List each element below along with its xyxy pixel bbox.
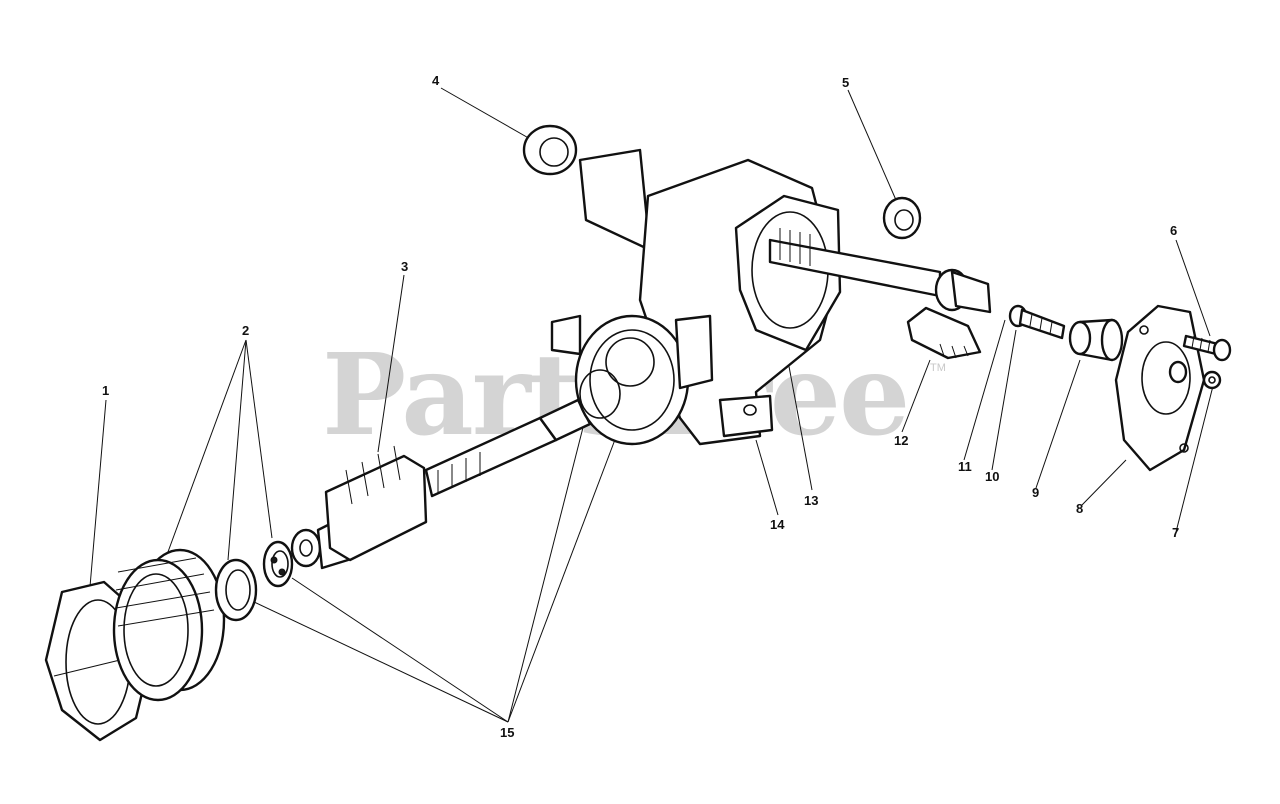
callout-10: 10 (985, 469, 1000, 484)
callout-6: 6 (1170, 223, 1178, 238)
part-5-seal (882, 196, 922, 240)
callout-2: 2 (242, 323, 250, 338)
part-9-bushing (1068, 318, 1124, 362)
callout-12: 12 (894, 433, 909, 448)
callout-5: 5 (842, 75, 850, 90)
callout-7: 7 (1172, 525, 1180, 540)
part-3-worm-shaft (290, 398, 592, 570)
callout-15: 15 (500, 725, 515, 740)
part-12-sector-gear (906, 306, 982, 360)
part-7-nut (1202, 370, 1222, 390)
leader-lines (87, 87, 1215, 723)
callout-4: 4 (432, 73, 440, 88)
part-6-bolt (1182, 334, 1232, 362)
watermark-trademark: TM (930, 362, 946, 374)
callout-13: 13 (804, 493, 819, 508)
callout-9: 9 (1032, 485, 1040, 500)
part-2-adjuster (112, 548, 226, 702)
part-13-cover-face (734, 194, 842, 352)
callout-8: 8 (1076, 501, 1084, 516)
part-8-side-cover (1114, 304, 1206, 472)
part-4-seal (522, 124, 578, 176)
callout-14: 14 (770, 517, 785, 532)
part-2-rings (214, 540, 294, 622)
callout-1: 1 (102, 383, 110, 398)
callout-3: 3 (401, 259, 409, 274)
part-10-11-adjust-screw (1008, 304, 1066, 340)
sector-shaft (768, 228, 992, 314)
callout-11: 11 (958, 459, 972, 474)
